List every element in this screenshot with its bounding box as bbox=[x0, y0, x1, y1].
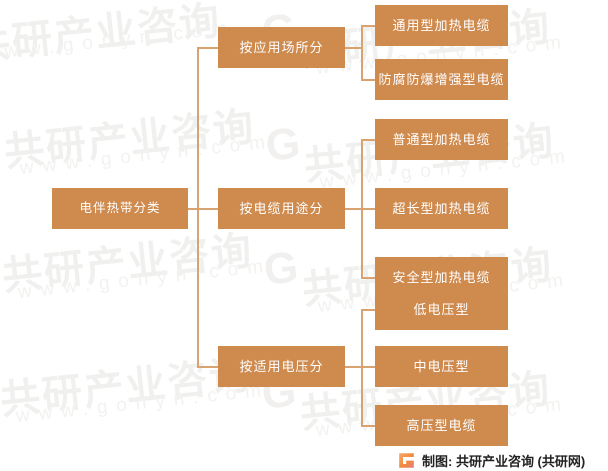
gonyn-logo-icon bbox=[398, 452, 415, 469]
node-branch-1-label: 按应用场所分 bbox=[239, 40, 324, 55]
connector-branch-3-child-1 bbox=[361, 309, 376, 311]
node-branch-1-child-2-label: 防腐防爆增强型电缆 bbox=[378, 72, 505, 87]
connector-branch-2-stub bbox=[345, 208, 362, 210]
node-branch-2[interactable]: 按电缆用途分 bbox=[218, 188, 345, 229]
node-branch-3-child-1[interactable]: 低电压型 bbox=[375, 289, 508, 330]
connector-branch-1-child-1 bbox=[361, 25, 376, 27]
node-root[interactable]: 电伴热带分类 bbox=[52, 188, 188, 229]
connector-branch-1-stub bbox=[345, 47, 362, 49]
node-branch-2-child-1[interactable]: 普通型加热电缆 bbox=[375, 119, 508, 160]
connector-branch-3-spine bbox=[361, 309, 363, 426]
node-root-label: 电伴热带分类 bbox=[79, 201, 161, 216]
watermark-url: www.gonyn.com bbox=[0, 17, 237, 65]
connector-branch-2-child-2 bbox=[361, 208, 376, 210]
node-branch-3-child-3[interactable]: 高压型电缆 bbox=[375, 405, 508, 446]
watermark-logo-mark: G bbox=[0, 104, 3, 157]
connector-branch-2-child-3 bbox=[361, 277, 376, 279]
node-branch-1[interactable]: 按应用场所分 bbox=[218, 27, 345, 68]
connector-root-stub bbox=[188, 208, 199, 210]
connector-trunk-to-branch-2 bbox=[197, 208, 219, 210]
watermark-brand: 共研产业咨询 bbox=[0, 0, 224, 69]
watermark-url: www.gonyn.com bbox=[16, 255, 273, 303]
connector-trunk-to-branch-1 bbox=[197, 47, 219, 49]
connector-branch-1-child-2 bbox=[361, 79, 376, 81]
node-branch-2-child-2-label: 超长型加热电缆 bbox=[392, 201, 491, 216]
connector-branch-3-child-2 bbox=[361, 366, 376, 368]
connector-branch-3-child-3 bbox=[361, 425, 376, 427]
node-branch-2-child-3-label: 安全型加热电缆 bbox=[392, 270, 491, 285]
watermark-url: www.gonyn.com bbox=[18, 131, 275, 179]
node-branch-3-child-3-label: 高压型电缆 bbox=[406, 418, 477, 433]
node-branch-2-label: 按电缆用途分 bbox=[239, 201, 324, 216]
connector-branch-2-spine bbox=[361, 139, 363, 278]
connector-trunk-to-branch-3 bbox=[197, 366, 219, 368]
watermark-brand: 共研产业咨询 bbox=[0, 228, 256, 299]
node-branch-1-child-1-label: 通用型加热电缆 bbox=[392, 18, 491, 33]
node-branch-3-label: 按适用电压分 bbox=[239, 359, 324, 374]
watermark-logo-mark: G bbox=[263, 118, 303, 171]
footer-credit: 制图: 共研产业咨询 (共研网) bbox=[398, 449, 585, 471]
node-branch-1-child-2[interactable]: 防腐防爆增强型电缆 bbox=[375, 59, 508, 100]
node-branch-3-child-2[interactable]: 中电压型 bbox=[375, 346, 508, 387]
node-branch-2-child-1-label: 普通型加热电缆 bbox=[392, 132, 491, 147]
node-branch-3-child-1-label: 低电压型 bbox=[413, 302, 470, 317]
watermark-logo-mark: G bbox=[261, 242, 301, 295]
connector-main-trunk bbox=[197, 47, 199, 368]
node-branch-1-child-1[interactable]: 通用型加热电缆 bbox=[375, 5, 508, 46]
connector-branch-3-stub bbox=[345, 366, 362, 368]
connector-branch-1-spine bbox=[361, 25, 363, 80]
watermark-brand: 共研产业咨询 bbox=[2, 104, 258, 175]
node-branch-2-child-2[interactable]: 超长型加热电缆 bbox=[375, 188, 508, 229]
node-branch-3[interactable]: 按适用电压分 bbox=[218, 346, 345, 387]
footer-credit-text: 制图: 共研产业咨询 (共研网) bbox=[422, 453, 586, 469]
node-branch-3-child-2-label: 中电压型 bbox=[413, 359, 470, 374]
watermark-logo-mark: G bbox=[0, 229, 1, 282]
watermark-brand: 共研产业咨询 bbox=[0, 352, 254, 423]
connector-branch-2-child-1 bbox=[361, 139, 376, 141]
